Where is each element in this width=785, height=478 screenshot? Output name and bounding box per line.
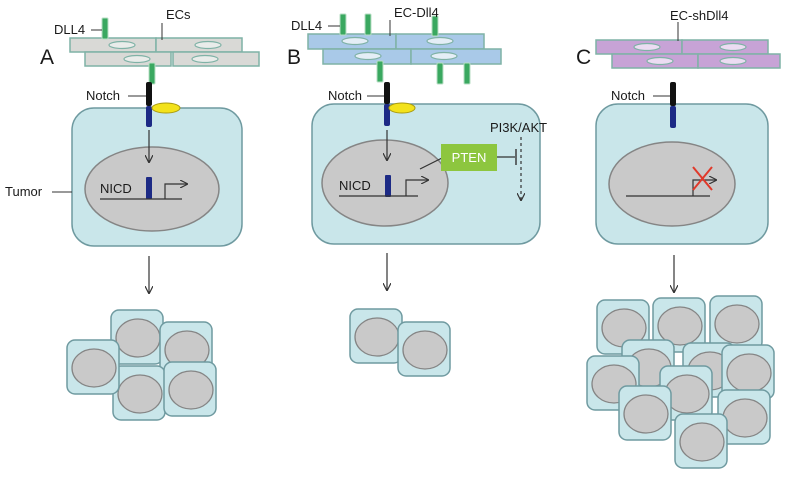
panel-b: B DLL4 EC-Dll4 Notch NICD [287,5,547,377]
notch-extracellular [146,82,152,106]
small-tumor-cell [110,309,164,365]
ecs-label: ECs [166,7,191,22]
small-tumor-cell [717,389,771,445]
small-tumor-cell [618,385,672,441]
notch-intracellular [384,104,390,126]
small-tumor-cell [163,361,217,417]
notch-label: Notch [86,88,120,103]
ec-layer-a [69,37,260,67]
dll4-ligand [431,15,439,37]
ec-nucleus [341,36,369,46]
ec-nucleus [354,51,382,61]
small-tumor-cell [112,365,166,421]
small-tumor-cell [349,308,403,364]
panel-a: A DLL4 ECs Notch NICD [5,7,260,421]
ligand-binding-site [151,102,181,114]
transcription-arrow [692,180,716,196]
notch-extracellular [384,82,390,104]
nicd-label: NICD [339,178,371,193]
notch-intracellular [146,106,152,127]
tumor-label: Tumor [5,184,43,199]
notch-label: Notch [328,88,362,103]
small-tumor-cell [674,413,728,469]
notch-label: Notch [611,88,645,103]
ec-nucleus [633,42,661,52]
dll4-ligand [339,13,347,36]
ec-dll4-label: EC-Dll4 [394,5,439,20]
pten-box [441,144,497,171]
ec-layer-c [595,39,781,69]
nucleus-to-pten-connector [419,157,443,170]
nucleus [608,141,736,227]
pi3k-akt-label: PI3K/AKT [490,120,547,135]
ec-nucleus [191,54,219,64]
transcription-arrow [405,180,428,196]
ec-nucleus [646,56,674,66]
dll4-ligand [101,17,109,40]
ec-nucleus [194,40,222,50]
ec-nucleus [430,51,458,61]
dll4-label: DLL4 [291,18,322,33]
panel-c-letter: C [576,46,591,69]
panel-b-letter: B [287,46,301,69]
blocked-transcription-icon [692,166,713,191]
small-tumor-cell [659,365,713,421]
ec-nucleus [719,56,747,66]
dll4-ligand [436,62,444,85]
notch-intracellular [670,106,676,128]
ec-nucleus [123,54,151,64]
ligand-binding-site [388,102,416,114]
small-tumor-cell [652,297,706,353]
small-tumor-cell [709,295,763,351]
small-tumor-cell [66,339,120,395]
dll4-label: DLL4 [54,22,85,37]
tumor-cluster-b [349,308,451,377]
nicd-label: NICD [100,181,132,196]
nicd-marker [146,177,152,199]
small-tumor-cell [397,321,451,377]
ec-nucleus [108,40,136,50]
tumor-cluster-c [586,295,775,469]
panel-a-letter: A [40,46,54,69]
nicd-marker [385,175,391,197]
panel-c: C EC-shDll4 Notch [576,8,781,469]
dll4-ligand [376,60,384,83]
transcription-arrow [164,184,187,199]
tumor-cluster-a [66,309,217,421]
dll4-ligand [463,62,471,85]
ec-shdll4-label: EC-shDll4 [670,8,729,23]
ec-nucleus [426,36,454,46]
dll4-ligand [364,13,372,36]
pten-label: PTEN [452,150,487,165]
ec-nucleus [719,42,747,52]
notch-extracellular [670,82,676,106]
dll4-ligand [148,62,156,85]
ec-layer-b [307,33,502,65]
